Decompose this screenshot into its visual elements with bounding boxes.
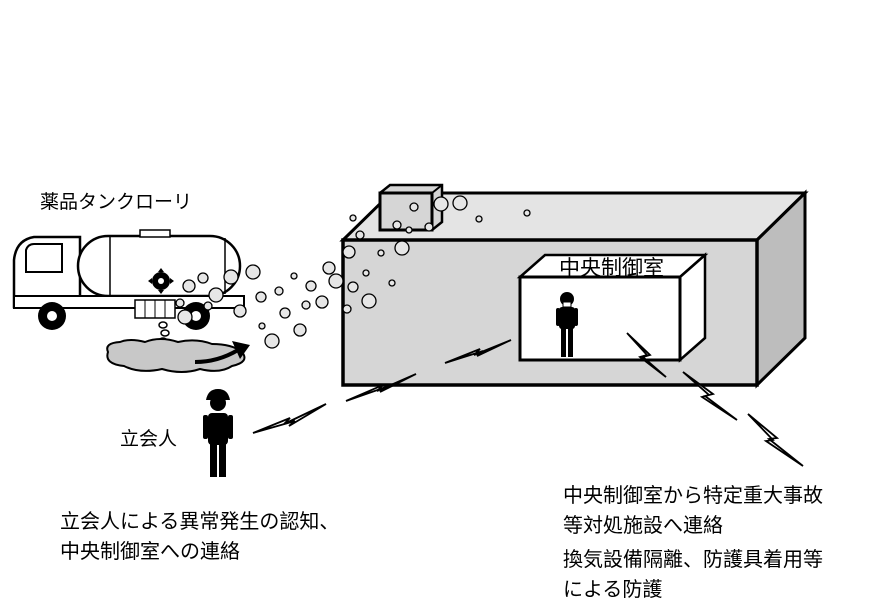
communication-signals	[252, 332, 804, 467]
witness-icon	[203, 389, 233, 477]
signal-bolt-out-1	[626, 332, 667, 378]
witness-label: 立会人	[120, 428, 178, 450]
tanker-label: 薬品タンクローリ	[40, 191, 193, 213]
left-note-line-1: 立会人による異常発生の認知、	[60, 509, 340, 533]
signal-bolt-out-3	[747, 413, 804, 467]
control-room-label: 中央制御室	[559, 256, 664, 280]
right-note-line-3: 換気設備隔離、防護具着用等	[563, 547, 823, 571]
right-note-line-2: 等対処施設へ連絡	[563, 513, 723, 537]
right-note: 中央制御室から特定重大事故 等対処施設へ連絡 換気設備隔離、防護具着用等 による…	[563, 480, 823, 604]
signal-bolt-mid	[345, 373, 417, 402]
tanker-truck	[12, 229, 245, 330]
spread-arrow-icon	[194, 341, 250, 364]
left-note-line-2: 中央制御室への連絡	[60, 539, 240, 563]
signal-bolt-out-2	[682, 371, 738, 421]
right-note-line-1: 中央制御室から特定重大事故	[563, 483, 823, 507]
signal-bolt-witness	[252, 403, 327, 434]
signal-bolt-room	[444, 339, 512, 364]
left-note: 立会人による異常発生の認知、 中央制御室への連絡	[60, 506, 339, 566]
control-room-box	[516, 252, 709, 363]
operator-icon	[556, 292, 578, 357]
gas-bubbles	[175, 195, 531, 349]
right-note-line-4: による防護	[563, 577, 663, 601]
